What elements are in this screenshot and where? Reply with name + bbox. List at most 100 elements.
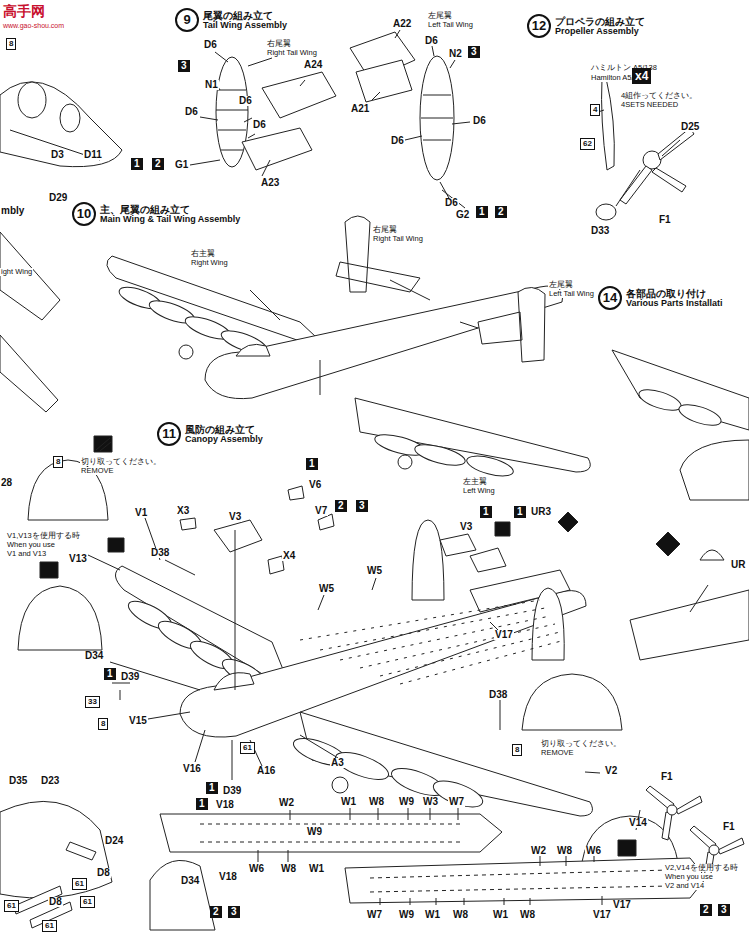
nose-parts	[14, 842, 96, 928]
part-number: A24	[303, 60, 323, 70]
tail-wing	[478, 287, 545, 362]
step-title-jp: プロペラの組み立て	[555, 16, 645, 27]
step-title-en: Tail Wing Assembly	[203, 21, 287, 31]
part-tree-number: 61	[72, 878, 87, 890]
step-title: 各部品の取り付けVarious Parts Installati	[626, 288, 723, 309]
diamond-icon	[656, 532, 680, 556]
part-number: V18	[215, 800, 235, 810]
note-text: 右尾翼	[372, 226, 398, 234]
note-text: Right Tail Wing	[372, 235, 424, 243]
note-text: ight Wing	[0, 268, 33, 276]
part-number: D33	[590, 226, 610, 236]
remove-icon	[495, 522, 510, 536]
step-title-en: Canopy Assembly	[185, 435, 263, 445]
engine-nacelle	[219, 326, 270, 357]
part-number: G1	[174, 160, 189, 170]
part-number: X3	[176, 506, 190, 516]
step-reference: 2	[495, 206, 507, 218]
step-header: 11風防の組み立てCanopy Assembly	[157, 422, 263, 446]
nose-fragment	[150, 860, 215, 930]
part-number: V6	[308, 480, 322, 490]
wing-fragment	[612, 350, 749, 430]
part-number: V17	[494, 630, 514, 640]
step-number: 12	[527, 14, 551, 38]
part-number: F1	[658, 215, 672, 225]
step-title: 主、尾翼の組み立てMain Wing & Tail Wing Assembly	[100, 204, 240, 225]
part-tree-number: 8	[512, 744, 522, 756]
main-wing	[107, 256, 332, 352]
part-number: D39	[222, 786, 242, 796]
leader-line	[190, 52, 305, 176]
part-number: UR	[730, 560, 746, 570]
part-number: D23	[40, 776, 60, 786]
engine-nacelle	[677, 401, 724, 430]
tailplane	[356, 60, 412, 102]
part-number: A21	[350, 104, 370, 114]
note-text: 右主翼	[190, 250, 216, 258]
part-number: D29	[48, 193, 68, 203]
note-text: 4組作ってください。	[620, 92, 698, 100]
part-number: UR3	[530, 507, 552, 517]
step-reference: 1	[206, 782, 218, 794]
engine-nacelle	[290, 733, 349, 771]
step-title-jp: 尾翼の組み立て	[203, 10, 287, 21]
leader-line	[372, 30, 470, 208]
part-number: W8	[452, 910, 469, 920]
fuselage-windows	[370, 870, 670, 892]
spinner	[709, 845, 719, 855]
step-reference: 1	[131, 158, 143, 170]
step-number: 9	[175, 8, 199, 32]
remove-icon	[618, 840, 636, 856]
note-text: Left Wing	[462, 487, 496, 495]
part-tree-number: 62	[580, 138, 595, 150]
part-tree-number: 8	[53, 456, 63, 468]
fuselage-windows	[200, 824, 460, 842]
note-text: V1,V13を使用する時	[6, 532, 81, 540]
part-number: W3	[422, 797, 439, 807]
step-title: 尾翼の組み立てTail Wing Assembly	[203, 10, 287, 31]
part-number: W7	[448, 797, 465, 807]
part-number: V14	[628, 818, 648, 828]
quantity-mark: x4	[632, 68, 651, 84]
step-reference: 1	[196, 798, 208, 810]
part-number: W5	[318, 584, 335, 594]
part-number: D6	[238, 96, 253, 106]
step-header: 10主、尾翼の組み立てMain Wing & Tail Wing Assembl…	[72, 202, 240, 226]
part-number: A23	[260, 178, 280, 188]
fuselage-part	[0, 82, 122, 167]
watermark: 高手网	[2, 4, 46, 18]
part-number: V7	[314, 506, 328, 516]
propeller-blade	[620, 128, 694, 204]
part-number: V18	[218, 872, 238, 882]
fuselage-fragment	[680, 440, 749, 500]
step-reference: 3	[718, 904, 730, 916]
part-number: mbly	[0, 206, 25, 216]
part-number: V3	[459, 522, 473, 532]
part-number: V17	[612, 900, 632, 910]
part-number: 28	[0, 478, 13, 488]
fuselage	[180, 591, 586, 737]
step-number: 11	[157, 422, 181, 446]
part-number: A22	[392, 19, 412, 29]
part-number: D35	[8, 776, 28, 786]
step-reference: 2	[700, 904, 712, 916]
note-text: 切り取ってください。	[540, 740, 622, 748]
diamond-icon	[558, 512, 578, 532]
part-number: W1	[424, 910, 441, 920]
step-reference: 2	[210, 906, 222, 918]
part-number: D25	[680, 122, 700, 132]
part-number: D11	[83, 150, 103, 160]
fuselage	[205, 286, 563, 399]
wing-fragment	[0, 335, 58, 412]
leader-line	[88, 518, 640, 830]
spinner	[667, 805, 677, 815]
step-reference: 1	[104, 668, 116, 680]
step-number: 10	[72, 202, 96, 226]
part-number: W8	[368, 797, 385, 807]
fuselage-half	[345, 858, 706, 903]
step-reference: 3	[178, 60, 190, 72]
step-title-jp: 主、尾翼の組み立て	[100, 204, 240, 215]
assembly-arrow	[250, 280, 478, 395]
note-text: 切り取ってください。	[80, 458, 162, 466]
part-number: D38	[150, 548, 170, 558]
